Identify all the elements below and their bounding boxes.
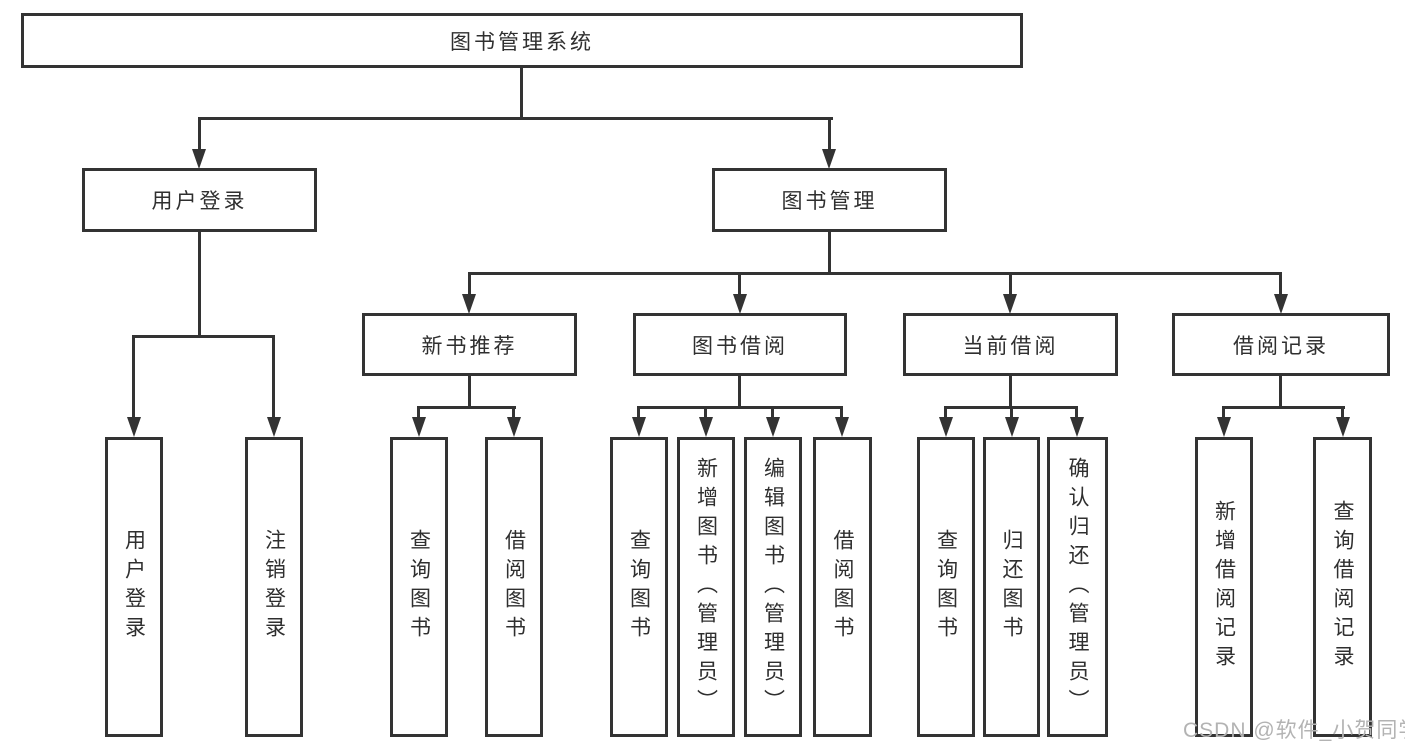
connector-stem <box>132 335 135 421</box>
arrow-down-icon <box>267 417 281 437</box>
arrow-down-icon <box>127 417 141 437</box>
connector-stem <box>417 406 420 420</box>
leaf-label: 新增图书（管理员） <box>694 456 718 718</box>
arrow-down-icon <box>632 417 646 437</box>
connector-stem <box>1075 406 1078 420</box>
connector-stem <box>828 117 831 152</box>
node-book-management: 图书管理 <box>712 168 947 232</box>
leaf-label: 借阅图书 <box>831 529 854 645</box>
arrow-down-icon <box>733 294 747 314</box>
arrow-down-icon <box>822 149 836 169</box>
connector-stem <box>1009 374 1012 408</box>
node-borrowing-records: 借阅记录 <box>1172 313 1390 376</box>
node-label: 用户登录 <box>151 190 248 213</box>
connector-stem <box>944 406 947 420</box>
leaf-return-books: 归还图书 <box>983 437 1040 737</box>
node-label: 图书借阅 <box>692 334 788 358</box>
leaf-label: 查询借阅记录 <box>1331 500 1354 674</box>
arrow-down-icon <box>412 417 426 437</box>
leaf-confirm-return-admin: 确认归还（管理员） <box>1047 437 1108 737</box>
connector-branch <box>132 335 275 338</box>
node-label: 当前借阅 <box>962 334 1059 358</box>
arrow-down-icon <box>1217 417 1231 437</box>
arrow-down-icon <box>192 149 206 169</box>
leaf-label: 查询图书 <box>407 529 431 645</box>
arrow-down-icon <box>1336 417 1350 437</box>
connector-stem <box>637 406 640 420</box>
arrow-down-icon <box>1005 417 1019 437</box>
connector-stem <box>512 406 515 420</box>
leaf-query-books-recommend: 查询图书 <box>390 437 448 737</box>
leaf-edit-book-admin: 编辑图书（管理员） <box>744 437 802 737</box>
connector-stem <box>840 406 843 420</box>
arrow-down-icon <box>462 294 476 314</box>
csdn-watermark: CSDN @软件_小贺同学 <box>1183 719 1405 742</box>
arrow-down-icon <box>1003 294 1017 314</box>
node-user-login: 用户登录 <box>82 168 317 232</box>
node-label: 图书管理系统 <box>450 30 594 54</box>
node-book-borrowing: 图书借阅 <box>633 313 847 376</box>
connector-stem <box>704 406 707 420</box>
connector-stem <box>1279 272 1282 297</box>
arrow-down-icon <box>835 417 849 437</box>
arrow-down-icon <box>1070 417 1084 437</box>
node-label: 新书推荐 <box>421 334 518 358</box>
connector-stem <box>1010 406 1013 420</box>
connector-stem <box>1279 374 1282 408</box>
connector-branch <box>1222 406 1345 409</box>
connector-stem <box>1341 406 1344 420</box>
node-label: 图书管理 <box>781 190 878 213</box>
leaf-user-login: 用户登录 <box>105 437 163 737</box>
connector-stem <box>771 406 774 420</box>
arrow-down-icon <box>1274 294 1288 314</box>
connector-stem <box>198 230 201 337</box>
leaf-label: 编辑图书（管理员） <box>761 456 785 718</box>
connector-stem <box>468 272 471 297</box>
connector-branch <box>468 272 1282 275</box>
connector-stem <box>1009 272 1012 297</box>
leaf-borrow-books-recommend: 借阅图书 <box>485 437 543 737</box>
node-library-management-system: 图书管理系统 <box>21 13 1023 68</box>
connector-stem <box>738 374 741 408</box>
arrow-down-icon <box>766 417 780 437</box>
connector-stem <box>828 230 831 274</box>
leaf-label: 确认归还（管理员） <box>1066 456 1089 718</box>
leaf-add-borrow-record: 新增借阅记录 <box>1195 437 1253 737</box>
arrow-down-icon <box>699 417 713 437</box>
leaf-label: 注销登录 <box>262 529 286 645</box>
leaf-query-books-borrowing: 查询图书 <box>610 437 668 737</box>
node-current-borrowing: 当前借阅 <box>903 313 1118 376</box>
connector-stem <box>738 272 741 297</box>
leaf-label: 查询图书 <box>627 529 651 645</box>
connector-stem <box>1222 406 1225 420</box>
connector-root-stem <box>520 66 523 119</box>
connector-stem <box>468 374 471 408</box>
connector-branch <box>637 406 843 409</box>
leaf-query-borrow-record: 查询借阅记录 <box>1313 437 1372 737</box>
node-label: 借阅记录 <box>1233 334 1329 358</box>
node-new-book-recommend: 新书推荐 <box>362 313 577 376</box>
connector-branch <box>417 406 516 409</box>
connector-stem <box>198 117 201 152</box>
leaf-label: 新增借阅记录 <box>1212 500 1236 674</box>
arrow-down-icon <box>507 417 521 437</box>
arrow-down-icon <box>939 417 953 437</box>
leaf-logout: 注销登录 <box>245 437 303 737</box>
leaf-label: 归还图书 <box>1000 529 1023 645</box>
leaf-borrow-books: 借阅图书 <box>813 437 872 737</box>
connector-stem <box>272 335 275 421</box>
leaf-query-books-current: 查询图书 <box>917 437 975 737</box>
leaf-label: 用户登录 <box>122 529 146 645</box>
connector-root-branch <box>198 117 833 120</box>
leaf-label: 借阅图书 <box>502 529 526 645</box>
leaf-add-book-admin: 新增图书（管理员） <box>677 437 735 737</box>
leaf-label: 查询图书 <box>934 529 958 645</box>
